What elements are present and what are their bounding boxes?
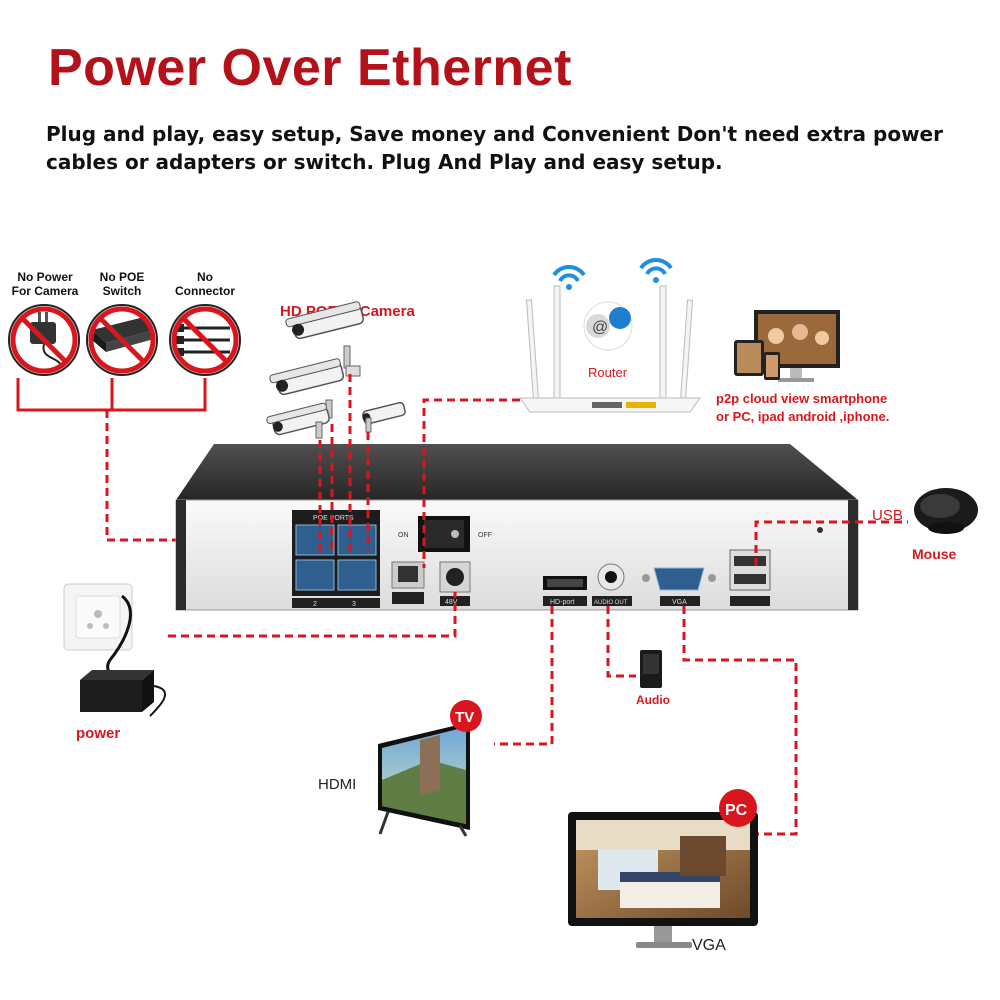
off-label: OFF [478,532,492,539]
camera-icon [266,402,330,439]
wifi-icon [639,258,673,283]
pc-badge: PC [719,789,757,827]
router-label: Router [588,365,628,380]
svg-text:@: @ [592,319,608,336]
port-number: 2 [313,601,317,608]
on-label: ON [398,532,409,539]
power-label: power [76,725,121,742]
port-number: 3 [352,601,356,608]
tv-badge-label: TV [455,709,474,726]
page-title: Power Over Ethernet [48,39,572,97]
no-connector-icon [169,304,241,376]
router-icon: @ [519,285,701,413]
audio-out-label: AUDIO OUT [594,600,628,606]
pc-badge-label: PC [725,802,748,819]
connection-lines [168,374,908,836]
usb-label: USB [872,507,903,524]
speaker-icon [640,650,662,688]
vga-port-label: VGA [672,599,687,606]
power-adapter-icon [80,670,167,717]
vga-label: VGA [692,937,726,954]
hdmi-port-label: HD-port [550,599,575,606]
nvr-device: POE PORTS 2 3 ON OFF 48V HD-port AUDIO O… [175,444,859,611]
mouse-icon [914,488,978,534]
no-power-icon [8,304,80,376]
wall-outlet-icon [63,583,139,702]
p2p-label: p2p cloud view smartphone or PC, ipad an… [716,391,890,424]
monitor-icon [568,812,758,948]
tv-badge: TV [450,700,482,732]
no-power-label: No Power For Camera [11,270,79,298]
camera-icon [362,401,406,433]
poe-ports-label: POE PORTS [313,515,354,522]
page-subtitle: Plug and play, easy setup, Save money an… [46,122,943,174]
camera-icon [269,358,345,419]
no-poe-switch-label: No POE Switch [99,270,145,298]
wifi-icon [552,265,586,290]
audio-label: Audio [636,693,670,707]
dc-label: 48V [445,599,458,606]
camera-icon [285,301,364,377]
hdmi-label: HDMI [318,776,357,793]
tv-icon [378,722,470,837]
devices-icon [734,310,840,382]
no-switch-icon [86,304,158,376]
no-connector-label: No Connector [175,270,235,298]
mouse-label: Mouse [912,546,957,562]
